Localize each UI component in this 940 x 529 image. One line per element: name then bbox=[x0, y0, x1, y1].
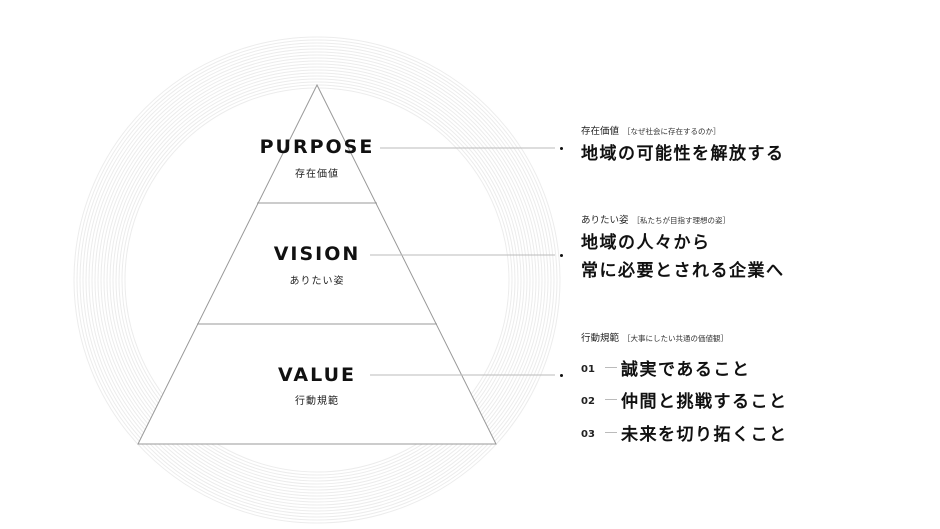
ring-line bbox=[94, 57, 540, 503]
value-item-text: 誠実であること bbox=[621, 360, 751, 380]
ring-line bbox=[106, 69, 528, 491]
ring-line bbox=[73, 36, 561, 524]
ring-line bbox=[76, 39, 558, 521]
value-item-number: 03 bbox=[581, 429, 595, 440]
background-ring bbox=[73, 36, 561, 524]
connector-dot-purpose bbox=[560, 147, 563, 150]
value-caption-label: 行動規範 bbox=[581, 333, 620, 344]
tier-subtitle-vision: ありたい姿 bbox=[289, 276, 345, 287]
value-item-text: 未来を切り拓くこと bbox=[621, 425, 788, 445]
purpose-caption-label: 存在価値 bbox=[581, 126, 620, 137]
value-caption: 行動規範［大事にしたい共通の価値観］ bbox=[581, 330, 728, 344]
vision-caption: ありたい姿［私たちが目指す理想の姿］ bbox=[581, 212, 730, 226]
ring-line bbox=[112, 75, 522, 485]
purpose-statement: 地域の可能性を解放する bbox=[581, 144, 785, 164]
ring-line bbox=[79, 42, 555, 518]
value-item-dash bbox=[605, 432, 617, 433]
pyramid-outline bbox=[137, 83, 497, 445]
value-item-number: 02 bbox=[581, 396, 595, 407]
value-item: 02 仲間と挑戦すること bbox=[581, 387, 788, 412]
value-item-dash bbox=[605, 399, 617, 400]
tier-subtitle-purpose: 存在価値 bbox=[295, 169, 339, 180]
value-caption-note: ［大事にしたい共通の価値観］ bbox=[623, 334, 729, 343]
purpose-caption-note: ［なぜ社会に存在するのか］ bbox=[623, 127, 721, 136]
ring-line bbox=[103, 66, 531, 494]
value-item-dash bbox=[605, 367, 617, 368]
ring-line bbox=[115, 78, 519, 482]
vision-caption-label: ありたい姿 bbox=[581, 215, 629, 226]
tier-title-value: VALUE bbox=[278, 364, 356, 386]
ring-line bbox=[88, 51, 546, 509]
ring-line bbox=[100, 63, 534, 497]
connector-dot-value bbox=[560, 374, 563, 377]
tier-title-vision: VISION bbox=[273, 243, 361, 265]
ring-line bbox=[109, 72, 525, 488]
ring-line bbox=[91, 54, 543, 506]
ring-line bbox=[97, 60, 537, 500]
vision-caption-note: ［私たちが目指す理想の姿］ bbox=[632, 216, 731, 225]
vision-statement-line2: 常に必要とされる企業へ bbox=[581, 261, 785, 281]
value-item: 03 未来を切り拓くこと bbox=[581, 420, 788, 445]
ring-line bbox=[118, 81, 516, 479]
connector-dot-vision bbox=[560, 254, 563, 257]
value-item-number: 01 bbox=[581, 364, 595, 375]
vision-statement-line1: 地域の人々から bbox=[581, 233, 711, 253]
tier-subtitle-value: 行動規範 bbox=[295, 396, 339, 407]
value-item: 01 誠実であること bbox=[581, 355, 750, 380]
value-item-text: 仲間と挑戦すること bbox=[621, 392, 788, 412]
ring-line bbox=[85, 48, 549, 512]
ring-line bbox=[82, 45, 552, 515]
tier-title-purpose: PURPOSE bbox=[259, 136, 375, 158]
purpose-caption: 存在価値［なぜ社会に存在するのか］ bbox=[581, 123, 721, 137]
